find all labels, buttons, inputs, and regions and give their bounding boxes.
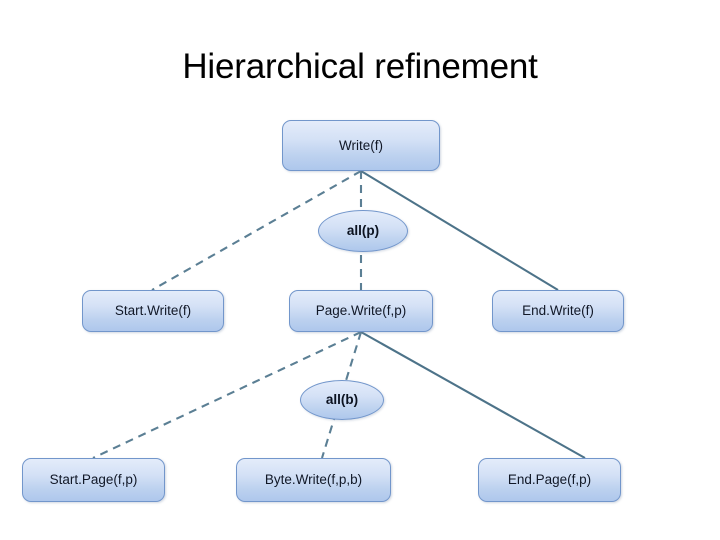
- node-end-write-f[interactable]: End.Write(f): [492, 290, 624, 332]
- quantifier-all-b-label: all(b): [325, 392, 359, 408]
- node-start-page-fp[interactable]: Start.Page(f,p): [22, 458, 165, 502]
- node-end-write-f-label: End.Write(f): [522, 303, 594, 319]
- edge-page-write-to-end-page: [360, 331, 586, 459]
- page-title: Hierarchical refinement: [182, 47, 538, 86]
- quantifier-all-b[interactable]: all(b): [300, 380, 384, 420]
- quantifier-all-p[interactable]: all(p): [318, 210, 408, 252]
- node-start-write-f-label: Start.Write(f): [114, 303, 192, 319]
- node-start-page-fp-label: Start.Page(f,p): [49, 472, 138, 488]
- node-end-page-fp[interactable]: End.Page(f,p): [478, 458, 621, 502]
- node-page-write-fp[interactable]: Page.Write(f,p): [289, 290, 433, 332]
- quantifier-all-p-label: all(p): [346, 223, 380, 239]
- node-byte-write-fpb[interactable]: Byte.Write(f,p,b): [236, 458, 391, 502]
- node-write-f-label: Write(f): [339, 137, 383, 153]
- node-write-f[interactable]: Write(f): [282, 120, 440, 171]
- node-page-write-fp-label: Page.Write(f,p): [315, 303, 407, 319]
- node-start-write-f[interactable]: Start.Write(f): [82, 290, 224, 332]
- node-byte-write-fpb-label: Byte.Write(f,p,b): [264, 472, 363, 488]
- node-end-page-fp-label: End.Page(f,p): [507, 472, 592, 488]
